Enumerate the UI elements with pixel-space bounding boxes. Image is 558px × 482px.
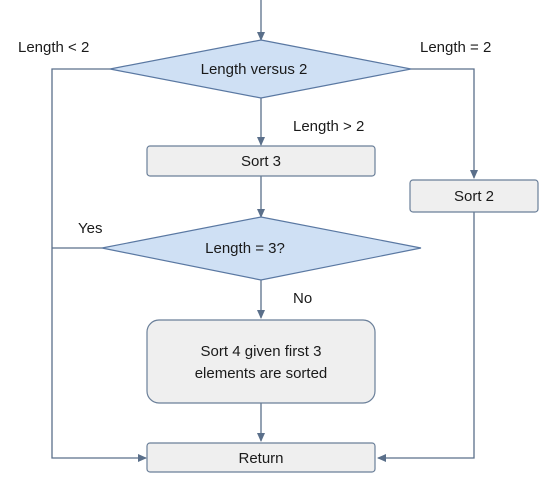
edge-length-eq-2 — [411, 68, 478, 179]
decision-diamond — [109, 39, 412, 99]
process-sort4: Sort 4 given first 3 elements are sorted — [146, 319, 376, 404]
edge-label-length-gt-2: Length > 2 — [293, 118, 364, 135]
process-label: Sort 2 — [454, 188, 494, 205]
process-sort2: Sort 2 — [409, 179, 539, 213]
decision-length-eq-3: Length = 3? — [101, 216, 422, 281]
decision-diamond — [101, 216, 422, 281]
edge-label-length-eq-2: Length = 2 — [420, 39, 491, 56]
decision-label: Length versus 2 — [201, 61, 308, 78]
terminal-return: Return — [146, 442, 376, 473]
edge-label-yes: Yes — [78, 220, 102, 237]
edge-sort2-to-return — [377, 212, 475, 462]
connectors — [51, 0, 478, 462]
decision-label: Length = 3? — [205, 240, 285, 257]
process-label: Sort 3 — [241, 153, 281, 170]
edge-labels: Length < 2 Length = 2 Length > 2 Yes No — [18, 39, 491, 307]
process-box — [146, 319, 376, 404]
process-label-line2: elements are sorted — [195, 365, 328, 382]
process-label-line1: Sort 4 given first 3 — [201, 343, 322, 360]
process-sort3: Sort 3 — [146, 145, 376, 177]
process-box — [146, 145, 376, 177]
edge-length-lt-2 — [51, 68, 147, 462]
process-box — [409, 179, 539, 213]
edge-label-no: No — [293, 290, 312, 307]
decision-length-vs-2: Length versus 2 — [109, 39, 412, 99]
terminal-box — [146, 442, 376, 473]
edge-label-length-lt-2: Length < 2 — [18, 39, 89, 56]
terminal-label: Return — [238, 450, 283, 467]
